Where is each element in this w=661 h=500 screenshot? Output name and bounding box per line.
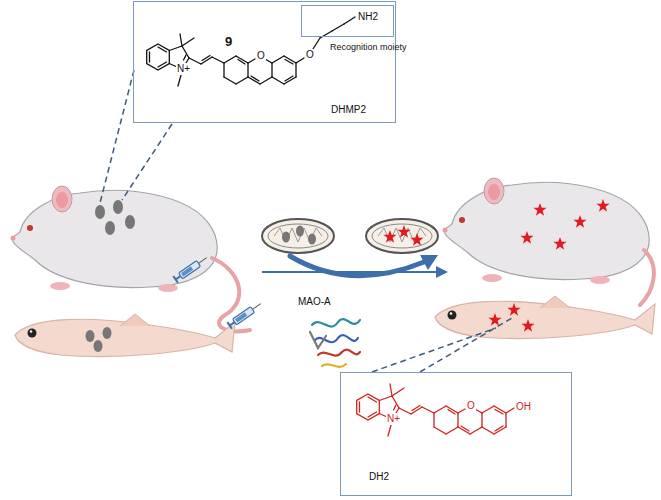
compound-name: DHMP2 <box>331 104 366 116</box>
callout-number: 9 <box>225 34 232 49</box>
amine-group: NH2 <box>358 11 378 23</box>
structure-box: DH2 <box>340 372 572 496</box>
moiety-heading: Recognition moiety <box>330 42 407 53</box>
structure-box: NH2Recognition moiety 9DHMP2 <box>133 1 396 123</box>
recognition-box: NH2Recognition moiety <box>301 5 394 37</box>
atom-label: N+ <box>176 63 191 75</box>
compound-name: DH2 <box>369 471 389 483</box>
atom-label: OH <box>515 401 532 413</box>
enzyme-label: MAO-A <box>298 296 331 308</box>
atom-label: N+ <box>386 413 401 425</box>
atom-label: O <box>305 49 315 61</box>
atom-label: O <box>256 50 266 62</box>
atom-label: O <box>466 400 476 412</box>
